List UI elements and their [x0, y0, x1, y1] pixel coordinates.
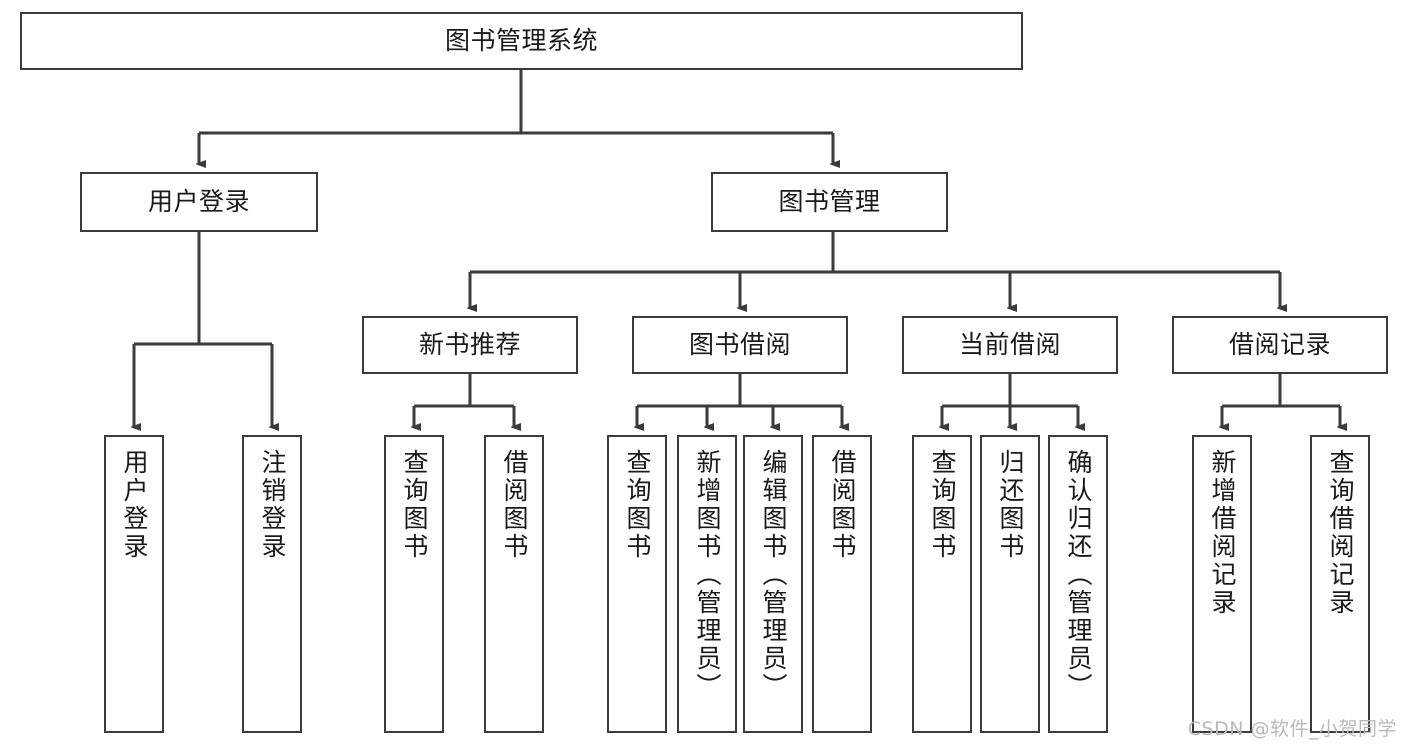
node-label: 查询图书 — [623, 449, 652, 561]
node-label: 图书管理 — [778, 186, 881, 216]
node-label: 新增图书（管理员） — [693, 449, 722, 701]
leaf-cb-return-book[interactable]: 归还图书 — [980, 435, 1040, 733]
leaf-bb-add-book-admin[interactable]: 新增图书（管理员） — [677, 435, 737, 733]
node-borrow-record[interactable]: 借阅记录 — [1172, 316, 1388, 374]
node-label: 归还图书 — [996, 449, 1025, 561]
node-label: 新增借阅记录 — [1208, 449, 1237, 617]
leaf-cb-confirm-return-admin[interactable]: 确认归还（管理员） — [1048, 435, 1108, 733]
node-user-login[interactable]: 用户登录 — [80, 172, 318, 232]
node-label: 注销登录 — [258, 449, 287, 561]
node-label: 借阅图书 — [500, 449, 529, 561]
node-new-book-recommend[interactable]: 新书推荐 — [362, 316, 578, 374]
leaf-br-query-record[interactable]: 查询借阅记录 — [1310, 435, 1370, 733]
leaf-bb-query-book[interactable]: 查询图书 — [607, 435, 667, 733]
leaf-logout[interactable]: 注销登录 — [242, 435, 302, 733]
leaf-bb-edit-book-admin[interactable]: 编辑图书（管理员） — [743, 435, 803, 733]
node-label: 新书推荐 — [418, 329, 521, 359]
node-label: 用户登录 — [120, 449, 149, 561]
node-label: 用户登录 — [147, 186, 250, 216]
leaf-cb-query-book[interactable]: 查询图书 — [912, 435, 972, 733]
node-book-management[interactable]: 图书管理 — [711, 172, 948, 232]
node-label: 查询图书 — [928, 449, 957, 561]
node-book-borrow[interactable]: 图书借阅 — [632, 316, 848, 374]
node-label: 借阅记录 — [1228, 329, 1331, 359]
leaf-nb-query-book[interactable]: 查询图书 — [384, 435, 444, 733]
node-current-borrow[interactable]: 当前借阅 — [902, 316, 1118, 374]
node-label: 图书借阅 — [688, 329, 791, 359]
node-label: 图书管理系统 — [444, 25, 598, 55]
node-label: 查询借阅记录 — [1326, 449, 1355, 617]
node-label: 借阅图书 — [828, 449, 857, 561]
leaf-user-login[interactable]: 用户登录 — [104, 435, 164, 733]
node-label: 编辑图书（管理员） — [759, 449, 788, 701]
leaf-nb-borrow-book[interactable]: 借阅图书 — [484, 435, 544, 733]
node-label: 当前借阅 — [958, 329, 1061, 359]
node-label: 确认归还（管理员） — [1064, 449, 1093, 701]
leaf-bb-borrow-book[interactable]: 借阅图书 — [812, 435, 872, 733]
node-root-book-management-system[interactable]: 图书管理系统 — [20, 12, 1023, 70]
watermark: CSDN @软件_小贺同学 — [1187, 718, 1397, 740]
node-label: 查询图书 — [400, 449, 429, 561]
leaf-br-add-record[interactable]: 新增借阅记录 — [1192, 435, 1252, 733]
